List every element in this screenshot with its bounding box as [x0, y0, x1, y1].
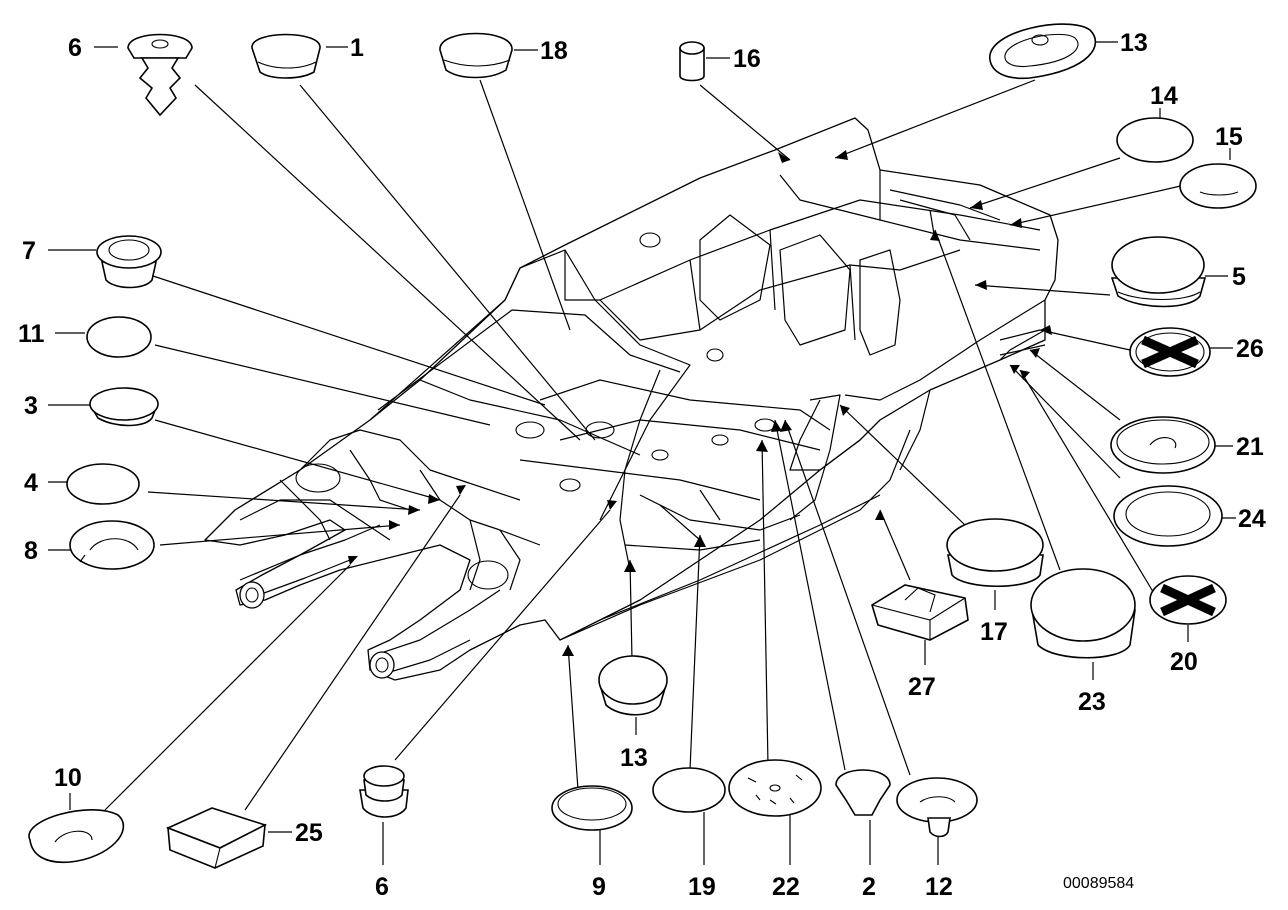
leader-lines	[48, 41, 1236, 865]
callout-labels: 6 1 18 16 13 14 15 7 5 26 11 3 21 4 24 8…	[18, 29, 1266, 901]
part-25-foam-block	[165, 807, 268, 869]
part-3-oval-plug	[89, 387, 159, 427]
part-11-disc	[86, 316, 152, 358]
callout-17: 17	[980, 618, 1008, 646]
callout-18: 18	[540, 37, 568, 65]
callout-23: 23	[1078, 688, 1106, 716]
callout-10: 10	[54, 764, 82, 792]
part-1-plug	[251, 33, 321, 79]
part-22-plate	[728, 759, 822, 817]
part-17-plug	[946, 518, 1044, 587]
part-20-cross-plug	[1149, 575, 1227, 625]
callout-15: 15	[1215, 123, 1243, 151]
callout-12: 12	[925, 873, 953, 901]
callout-4: 4	[24, 469, 38, 497]
part-15-cap	[1179, 163, 1257, 209]
callout-8: 8	[24, 537, 38, 565]
callout-3: 3	[24, 392, 38, 420]
callout-22: 22	[772, 873, 800, 901]
callout-19: 19	[688, 873, 716, 901]
part-9-ring-cap	[551, 785, 633, 831]
document-id: 00089584	[1063, 875, 1134, 892]
part-10-grommet	[28, 808, 125, 864]
callout-13-top: 13	[1120, 29, 1148, 57]
part-4-disc	[66, 463, 140, 505]
part-14-disc	[1116, 117, 1194, 163]
part-19-disc	[652, 767, 726, 813]
part-13-plug	[598, 655, 668, 716]
callout-26: 26	[1236, 335, 1264, 363]
callout-7: 7	[22, 237, 36, 265]
part-2-clip	[835, 769, 891, 816]
arrowheads	[348, 150, 1052, 656]
part-27-block	[871, 584, 969, 641]
callout-25: 25	[295, 819, 323, 847]
part-24-ring	[1113, 485, 1223, 547]
callout-20: 20	[1170, 648, 1198, 676]
part-13-oval-grommet	[989, 23, 1097, 80]
callout-27: 27	[908, 673, 936, 701]
part-5-grommet	[1110, 236, 1207, 308]
callout-1: 1	[350, 34, 364, 62]
part-26-cross-plug	[1129, 327, 1211, 377]
part-12-grommet	[896, 777, 978, 838]
part-7-grommet	[96, 235, 162, 289]
callout-14: 14	[1150, 82, 1178, 110]
part-6-screw-plug	[127, 33, 193, 117]
callout-6-top: 6	[68, 34, 82, 62]
part-21-grommet	[1110, 416, 1216, 474]
callout-24: 24	[1238, 505, 1266, 533]
part-6-grommet-bottom	[359, 765, 409, 818]
part-23-plug	[1030, 568, 1136, 659]
callout-9: 9	[592, 873, 606, 901]
callout-21: 21	[1236, 433, 1264, 461]
callout-6-bottom: 6	[375, 873, 389, 901]
callout-11: 11	[18, 320, 45, 348]
part-18-plug	[439, 32, 513, 79]
part-8-grommet	[69, 520, 155, 570]
callout-16: 16	[733, 45, 761, 73]
callout-13-bottom: 13	[620, 744, 648, 772]
callout-2: 2	[862, 873, 876, 901]
callout-5: 5	[1232, 263, 1246, 291]
car-body-shell	[204, 117, 1059, 681]
part-16-bumper	[679, 41, 705, 82]
